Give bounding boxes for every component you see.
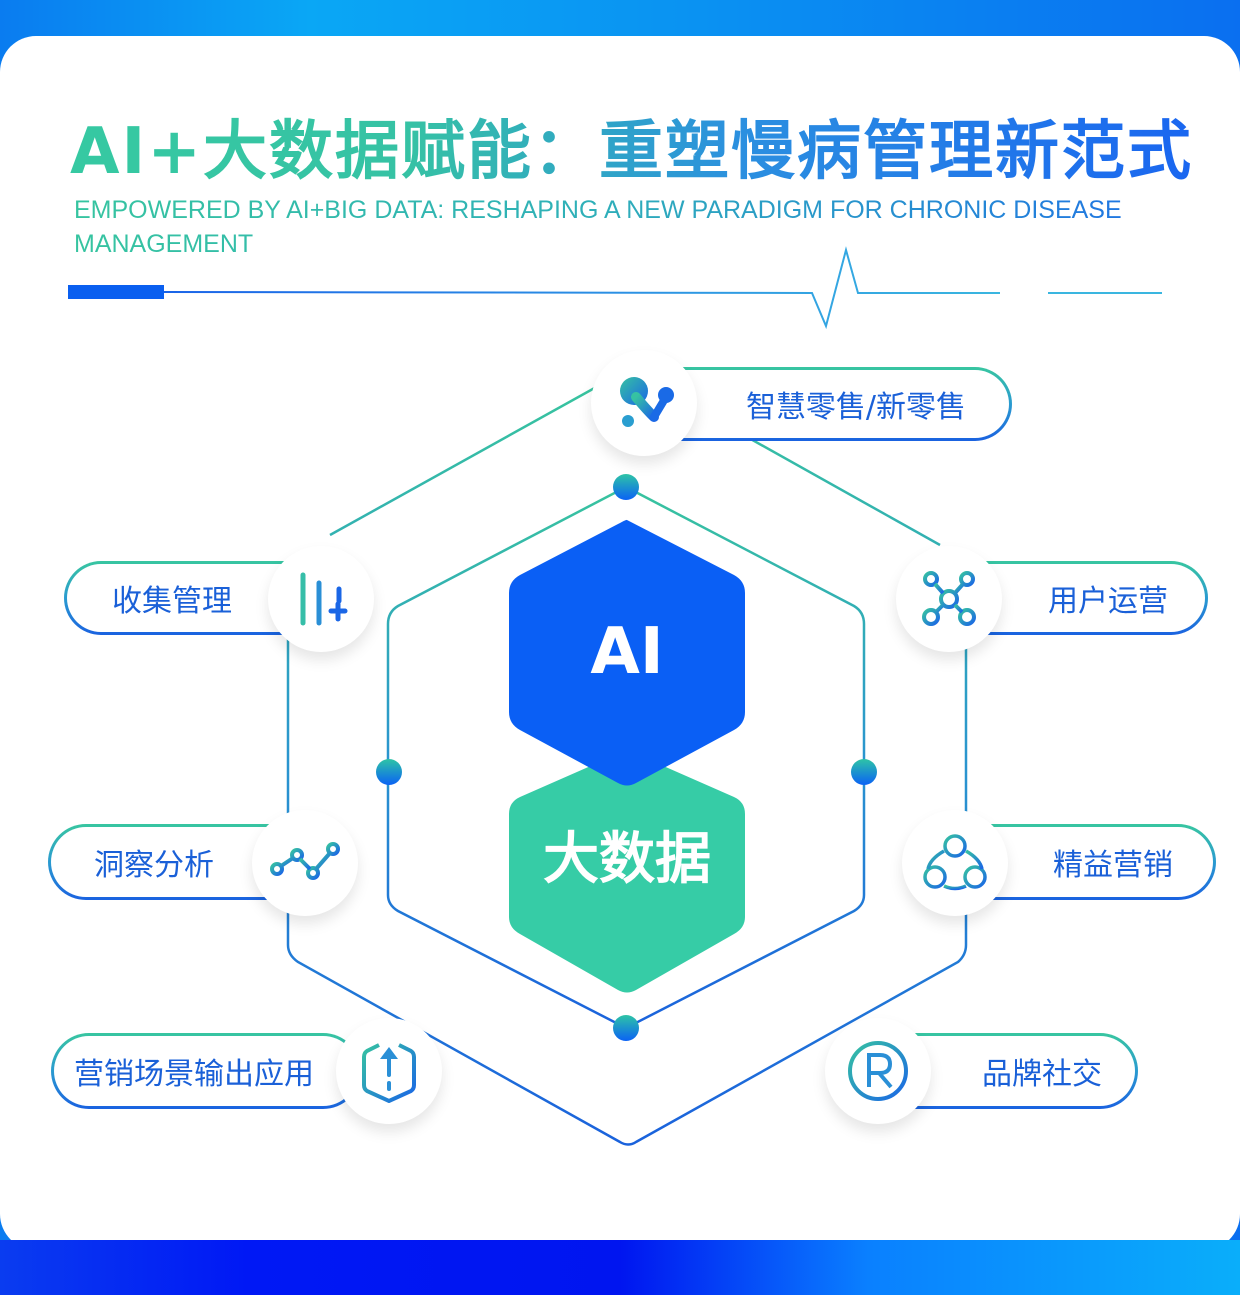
registered-icon-circle <box>825 1018 931 1124</box>
ai-hexagon <box>509 519 745 786</box>
bigdata-hexagon <box>509 750 745 993</box>
bars-plus-icon-circle <box>268 546 374 652</box>
three-circles-icon-circle <box>902 810 1008 916</box>
bigdata-label: 大数据 <box>543 827 711 892</box>
bars-plus-icon <box>300 572 348 626</box>
network-hub-icon-circle <box>896 546 1002 652</box>
line-chart-icon-circle <box>252 810 358 916</box>
node-marketing-scenario-output[interactable]: 营销场景输出应用 <box>51 1033 361 1109</box>
line-chart-icon <box>270 842 340 880</box>
hex-upload-icon-circle <box>336 1018 442 1124</box>
ai-label: AI <box>590 615 664 689</box>
hex-upload-icon <box>362 1043 416 1103</box>
node-smart-retail[interactable]: 智慧零售/新零售 <box>640 367 1012 441</box>
node-label: 智慧零售/新零售 <box>643 370 1009 438</box>
molecule-icon <box>620 377 674 427</box>
connector-dot-right <box>851 759 877 785</box>
registered-icon <box>848 1041 908 1101</box>
node-label: 营销场景输出应用 <box>54 1036 358 1106</box>
network-hub-icon <box>922 571 976 626</box>
header-pulse-line <box>68 246 1162 330</box>
page-title: AI+大数据赋能：重塑慢病管理新范式 <box>70 100 1193 192</box>
connector-dot-bottom <box>613 1015 639 1041</box>
page-subtitle: EMPOWERED BY AI+BIG DATA: RESHAPING A NE… <box>74 193 1214 261</box>
bottom-band <box>0 1240 1240 1295</box>
molecule-icon-circle <box>591 350 697 456</box>
connector-dot-top <box>613 474 639 500</box>
three-circles-icon <box>923 834 987 891</box>
connector-dot-left <box>376 759 402 785</box>
